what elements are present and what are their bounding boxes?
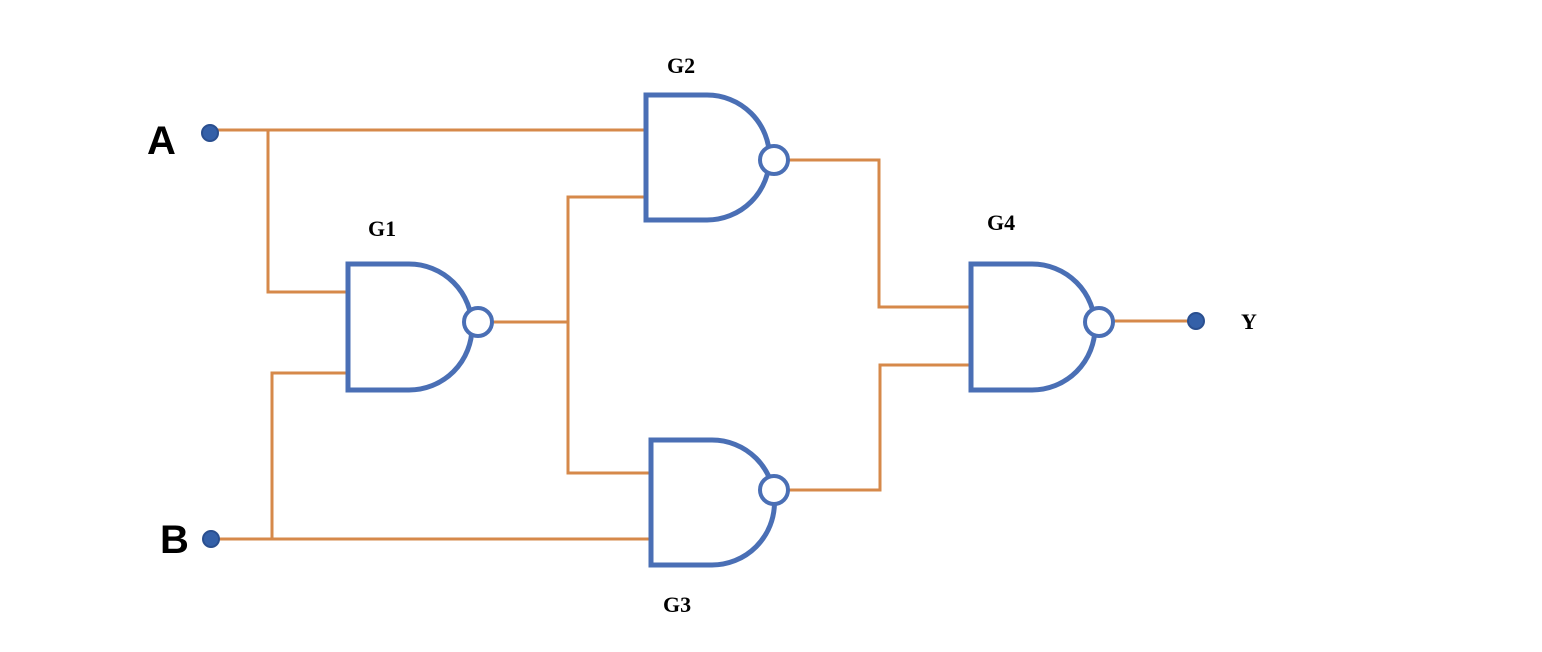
input-b-label: B bbox=[160, 518, 189, 562]
nand-gate-body bbox=[648, 437, 777, 568]
wire-g1-to-g3 bbox=[566, 320, 653, 475]
wire-b-to-g1 bbox=[270, 371, 350, 541]
nand-gate-body bbox=[968, 261, 1098, 393]
inversion-bubble bbox=[462, 306, 494, 338]
wires bbox=[208, 128, 1198, 541]
wire-g2-to-g4 bbox=[788, 158, 972, 309]
input-a-terminal bbox=[201, 124, 219, 142]
gate-g4-label: G4 bbox=[987, 210, 1015, 235]
gate-g2 bbox=[643, 92, 790, 223]
gate-g2-label: G2 bbox=[667, 53, 695, 78]
output-y-label: Y bbox=[1241, 309, 1257, 334]
gate-g4 bbox=[968, 261, 1115, 393]
inversion-bubble bbox=[758, 144, 790, 176]
wire-g1-to-g2 bbox=[566, 195, 648, 324]
nand-gate-body bbox=[643, 92, 772, 223]
wire-a-to-g1 bbox=[266, 128, 350, 294]
input-b-terminal bbox=[202, 530, 220, 548]
gate-g1 bbox=[345, 261, 494, 393]
gate-g3-label: G3 bbox=[663, 592, 691, 617]
wire-g3-to-g4 bbox=[788, 363, 972, 492]
gate-g3 bbox=[648, 437, 790, 568]
nand-gate-body bbox=[345, 261, 475, 393]
input-a-label: A bbox=[147, 119, 176, 163]
inversion-bubble bbox=[758, 474, 790, 506]
inversion-bubble bbox=[1083, 306, 1115, 338]
gate-g1-label: G1 bbox=[368, 216, 396, 241]
output-y-terminal bbox=[1187, 312, 1205, 330]
